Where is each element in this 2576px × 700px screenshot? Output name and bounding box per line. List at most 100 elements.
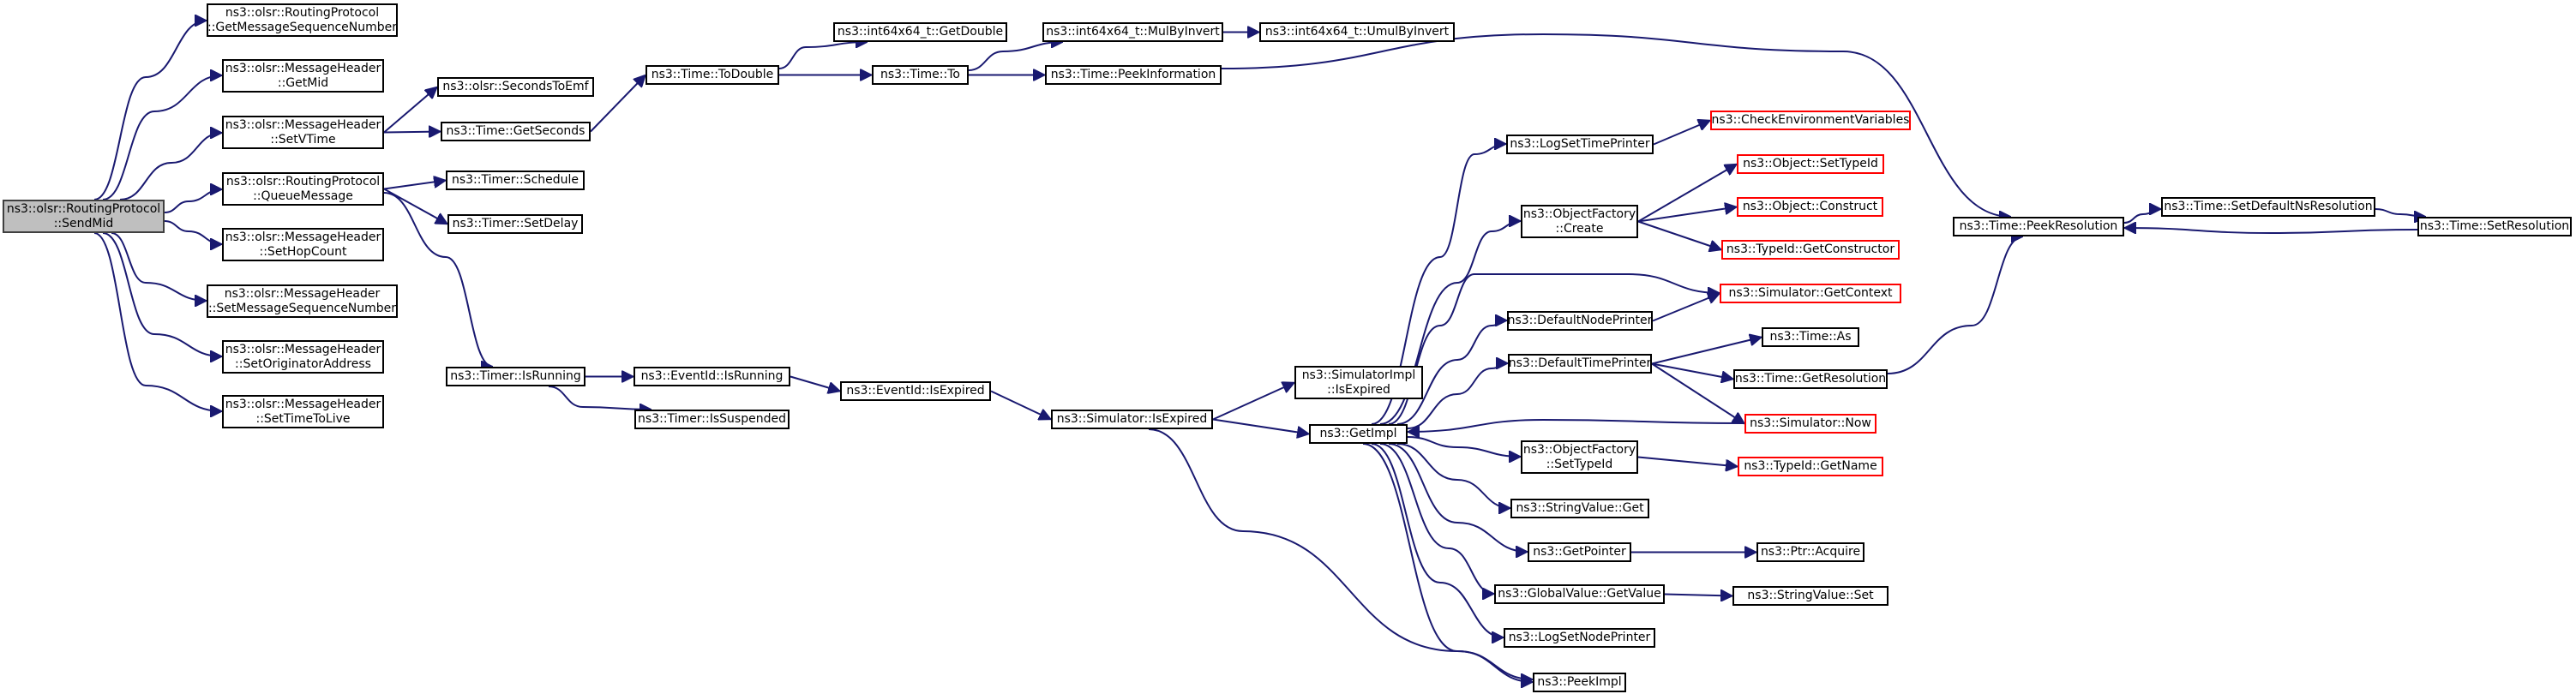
node-label-line: ns3::Ptr::Acquire <box>1760 545 1861 559</box>
node-simnow[interactable]: ns3::Simulator::Now <box>1744 414 1876 434</box>
node-simisexpired[interactable]: ns3::Simulator::IsExpired <box>1051 410 1213 429</box>
node-label-line: ns3::olsr::RoutingProtocol <box>225 174 381 188</box>
node-setttl[interactable]: ns3::olsr::MessageHeader::SetTimeToLive <box>222 395 384 428</box>
node-setorig[interactable]: ns3::olsr::MessageHeader::SetOriginatorA… <box>222 340 384 374</box>
node-label-line: ns3::Time::To <box>880 68 960 81</box>
node-queuemessage[interactable]: ns3::olsr::RoutingProtocol::QueueMessage <box>222 172 384 206</box>
node-issuspended[interactable]: ns3::Timer::IsSuspended <box>634 410 790 429</box>
node-schedule[interactable]: ns3::Timer::Schedule <box>446 171 585 190</box>
node-label-line: ns3::olsr::MessageHeader <box>225 397 381 411</box>
node-label-line: ns3::DefaultNodePrinter <box>1507 314 1653 327</box>
node-stringvalueget[interactable]: ns3::StringValue::Get <box>1510 499 1649 518</box>
node-label-line: ns3::Timer::IsSuspended <box>638 412 786 426</box>
node-typeidgetconstructor[interactable]: ns3::TypeId::GetConstructor <box>1721 240 1900 260</box>
node-label-line: ::IsExpired <box>1327 382 1390 397</box>
node-globalvaluegetvalue[interactable]: ns3::GlobalValue::GetValue <box>1494 584 1665 604</box>
node-ofsettypeid[interactable]: ns3::ObjectFactory::SetTypeId <box>1521 440 1638 474</box>
node-label-line: ns3::Object::SetTypeId <box>1743 157 1878 171</box>
node-label-line: ::SetTimeToLive <box>255 411 351 426</box>
node-typeidgetname[interactable]: ns3::TypeId::GetName <box>1738 457 1883 476</box>
node-label-line: ns3::GlobalValue::GetValue <box>1498 587 1661 601</box>
node-label-line: ns3::olsr::RoutingProtocol <box>225 5 380 20</box>
node-ofcreate[interactable]: ns3::ObjectFactory::Create <box>1521 205 1638 238</box>
node-ptracquire[interactable]: ns3::Ptr::Acquire <box>1756 542 1864 562</box>
node-label-line: ns3::Time::SetResolution <box>2419 219 2570 233</box>
node-peekresolution[interactable]: ns3::Time::PeekResolution <box>1953 217 2124 236</box>
node-getseconds[interactable]: ns3::Time::GetSeconds <box>441 122 591 141</box>
node-objconstruct[interactable]: ns3::Object::Construct <box>1737 197 1883 217</box>
node-getimpl[interactable]: ns3::GetImpl <box>1309 424 1408 444</box>
node-simgetcontext[interactable]: ns3::Simulator::GetContext <box>1720 284 1901 303</box>
node-getmid[interactable]: ns3::olsr::MessageHeader::GetMid <box>222 59 384 93</box>
node-timerisrunning[interactable]: ns3::Timer::IsRunning <box>446 367 585 386</box>
node-label-line: ::Create <box>1555 221 1604 236</box>
node-label-line: ns3::Timer::SetDelay <box>452 217 579 230</box>
node-defaulttimeprinter[interactable]: ns3::DefaultTimePrinter <box>1508 354 1652 374</box>
node-label-line: ns3::olsr::RoutingProtocol <box>6 201 161 216</box>
node-label-line: ns3::olsr::MessageHeader <box>225 342 381 356</box>
node-label-line: ns3::ObjectFactory <box>1522 442 1636 457</box>
node-label-line: ns3::Time::SetDefaultNsResolution <box>2164 200 2373 213</box>
node-setdefaultnsresolution[interactable]: ns3::Time::SetDefaultNsResolution <box>2161 197 2375 217</box>
node-label-line: ns3::Timer::Schedule <box>451 173 579 187</box>
node-label-line: ::QueueMessage <box>253 188 353 203</box>
node-label-line: ::SetOriginatorAddress <box>235 356 371 371</box>
node-label-line: ns3::Simulator::IsExpired <box>1056 412 1208 426</box>
node-label-line: ns3::Simulator::Now <box>1750 416 1871 430</box>
node-umulbyinvert[interactable]: ns3::int64x64_t::UmulByInvert <box>1259 22 1455 42</box>
node-getpointer[interactable]: ns3::GetPointer <box>1528 542 1631 562</box>
node-label-line: ns3::olsr::MessageHeader <box>224 286 381 301</box>
node-timeas[interactable]: ns3::Time::As <box>1762 327 1859 347</box>
node-timeto[interactable]: ns3::Time::To <box>872 65 969 85</box>
node-label-line: ns3::olsr::MessageHeader <box>225 230 381 244</box>
node-label-line: ns3::TypeId::GetName <box>1744 459 1877 473</box>
node-setresolution[interactable]: ns3::Time::SetResolution <box>2417 217 2572 236</box>
node-label-line: ::SetHopCount <box>259 244 347 259</box>
node-label-line: ns3::GetImpl <box>1319 427 1397 440</box>
node-getdouble[interactable]: ns3::int64x64_t::GetDouble <box>833 22 1007 42</box>
node-label-line: ns3::Time::As <box>1769 330 1852 344</box>
node-checkenv[interactable]: ns3::CheckEnvironmentVariables <box>1710 111 1911 130</box>
node-label-line: ns3::olsr::SecondsToEmf <box>442 80 589 93</box>
node-setdelay[interactable]: ns3::Timer::SetDelay <box>447 214 583 234</box>
node-setvtime[interactable]: ns3::olsr::MessageHeader::SetVTime <box>222 116 384 149</box>
node-label-line: ::GetMid <box>277 75 329 90</box>
node-eventisrunning[interactable]: ns3::EventId::IsRunning <box>633 367 790 386</box>
node-label-line: ::SetMessageSequenceNumber <box>207 301 397 315</box>
node-todouble[interactable]: ns3::Time::ToDouble <box>646 65 779 85</box>
node-label-line: ns3::Time::PeekResolution <box>1959 219 2118 233</box>
node-label-line: ns3::StringValue::Set <box>1747 589 1874 602</box>
node-stringvalueset[interactable]: ns3::StringValue::Set <box>1732 586 1888 606</box>
node-logsetnodeprinter[interactable]: ns3::LogSetNodePrinter <box>1504 628 1655 648</box>
node-label-line: ns3::Timer::IsRunning <box>450 369 581 383</box>
node-timegetresolution[interactable]: ns3::Time::GetResolution <box>1733 369 1888 389</box>
node-label-line: ns3::SimulatorImpl <box>1301 368 1416 382</box>
node-eventisexpired[interactable]: ns3::EventId::IsExpired <box>840 381 991 401</box>
node-sethopcount[interactable]: ns3::olsr::MessageHeader::SetHopCount <box>222 228 384 261</box>
node-label-line: ns3::Time::ToDouble <box>651 68 774 81</box>
node-label-line: ns3::Time::GetResolution <box>1734 372 1887 386</box>
node-label-line: ns3::ObjectFactory <box>1522 206 1636 221</box>
node-label-line: ns3::GetPointer <box>1533 545 1626 559</box>
node-label-line: ns3::Simulator::GetContext <box>1728 286 1893 300</box>
node-label-line: ns3::int64x64_t::GetDouble <box>837 25 1004 39</box>
node-setmsgseq[interactable]: ns3::olsr::MessageHeader::SetMessageSequ… <box>207 284 398 318</box>
node-logsettimeprinter[interactable]: ns3::LogSetTimePrinter <box>1506 135 1654 154</box>
node-label-line: ns3::CheckEnvironmentVariables <box>1711 113 1910 127</box>
node-label-line: ns3::olsr::MessageHeader <box>225 117 381 132</box>
node-getmsgseq[interactable]: ns3::olsr::RoutingProtocol::GetMessageSe… <box>207 3 398 37</box>
node-objsettypeid[interactable]: ns3::Object::SetTypeId <box>1737 154 1884 174</box>
node-label-line: ::SendMid <box>53 216 114 230</box>
node-peekinformation[interactable]: ns3::Time::PeekInformation <box>1045 65 1222 85</box>
node-label-line: ns3::Time::PeekInformation <box>1050 68 1216 81</box>
node-secondstoemf[interactable]: ns3::olsr::SecondsToEmf <box>437 77 594 97</box>
node-defaultnodeprinter[interactable]: ns3::DefaultNodePrinter <box>1507 311 1653 331</box>
node-label-line: ns3::PeekImpl <box>1537 675 1622 689</box>
node-label-line: ns3::olsr::MessageHeader <box>225 61 381 75</box>
node-label-line: ::SetTypeId <box>1546 457 1613 471</box>
node-peekimpl[interactable]: ns3::PeekImpl <box>1533 673 1626 692</box>
node-simimplisexpired[interactable]: ns3::SimulatorImpl::IsExpired <box>1294 366 1423 399</box>
node-label-line: ns3::int64x64_t::UmulByInvert <box>1264 25 1450 39</box>
node-mulbyinvert[interactable]: ns3::int64x64_t::MulByInvert <box>1042 22 1223 42</box>
